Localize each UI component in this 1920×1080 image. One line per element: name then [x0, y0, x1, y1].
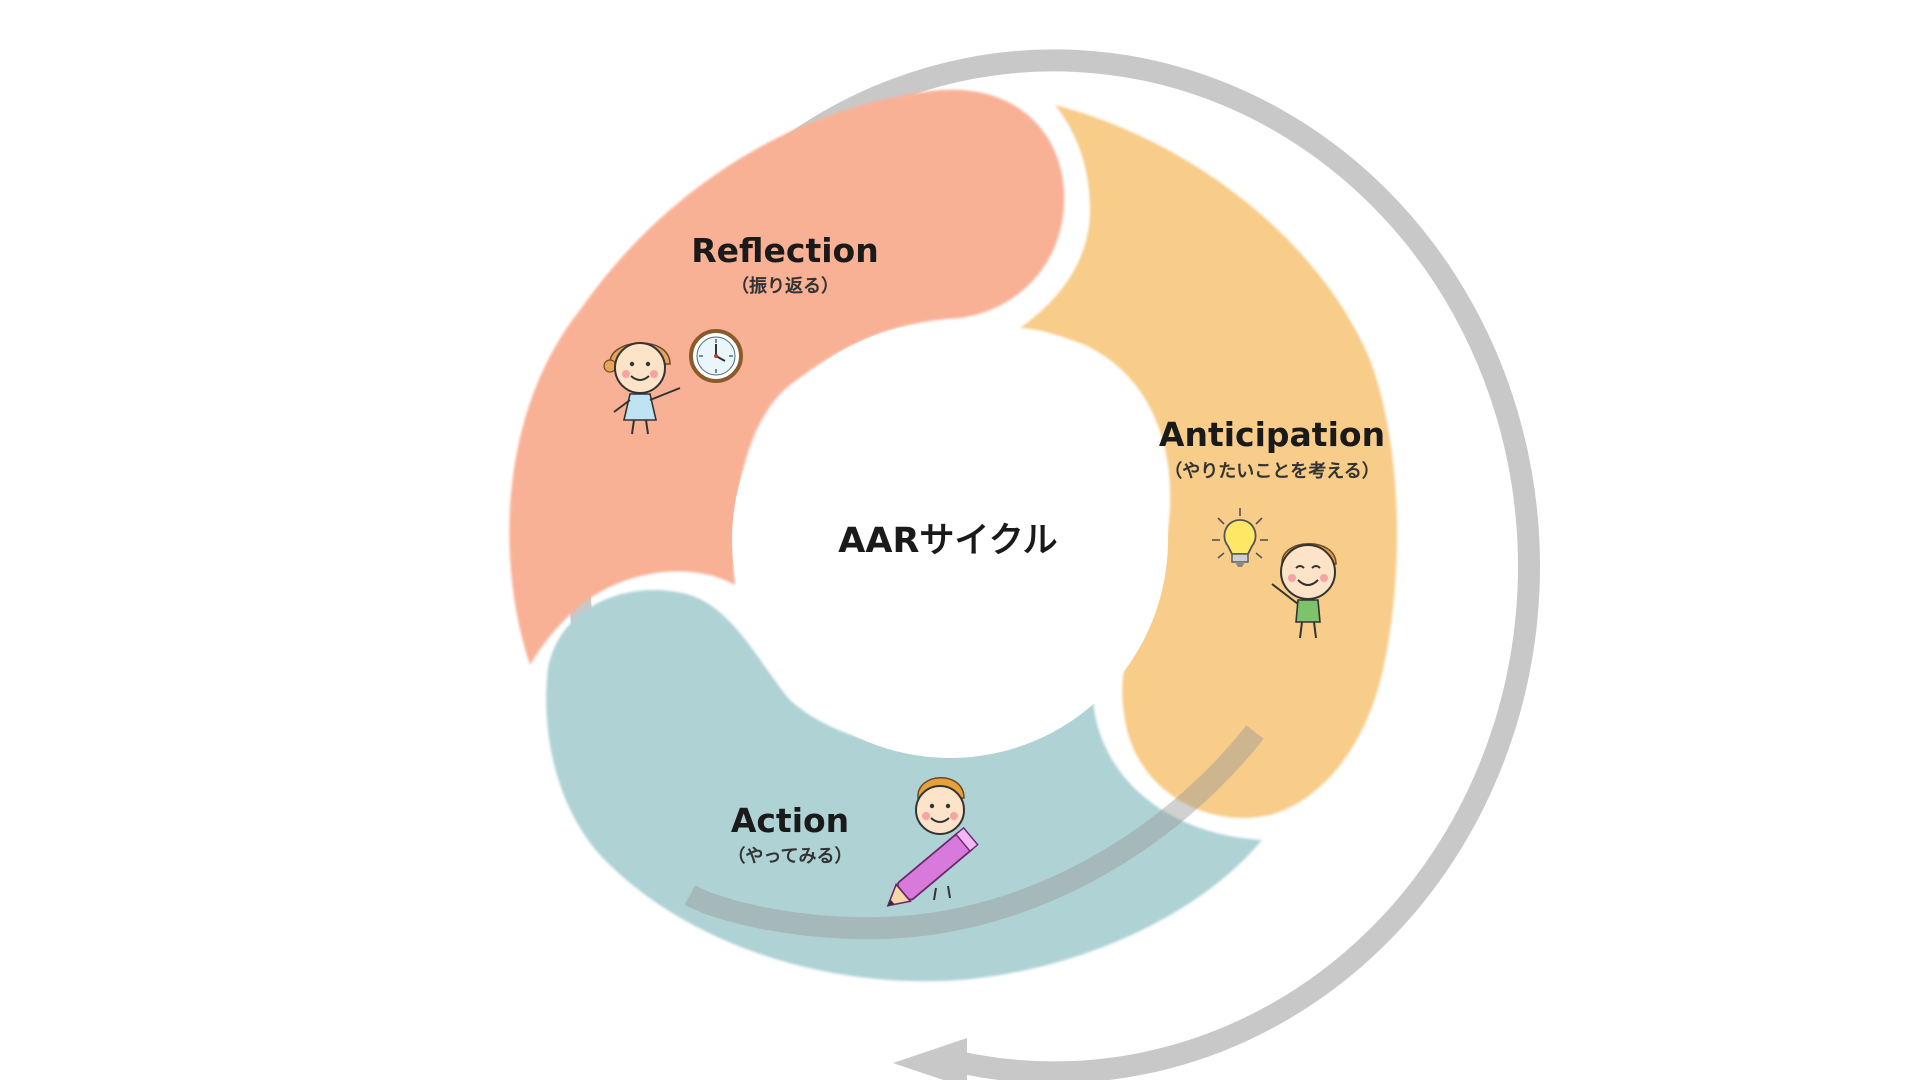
anticipation-title: Anticipation: [1159, 415, 1385, 454]
action-title: Action: [731, 801, 849, 840]
segment-action: [546, 590, 1262, 982]
anticipation-subtitle: （やりたいことを考える）: [1164, 460, 1379, 482]
outer-cycle-arrowhead: [893, 1038, 967, 1080]
girl-icon: [603, 342, 681, 435]
segment-anticipation: [1020, 105, 1397, 818]
reflection-title: Reflection: [691, 231, 878, 270]
segment-reflection: [509, 89, 1065, 666]
lightbulb-icon: [1212, 508, 1268, 567]
clock-icon: [689, 329, 743, 383]
boy-icon: [1271, 543, 1337, 639]
center-label: AARサイクル: [838, 521, 1057, 561]
reflection-subtitle: （振り返る）: [731, 275, 839, 297]
inner-cycle-arc: [684, 725, 1264, 940]
action-subtitle: （やってみる）: [727, 846, 852, 867]
center-hub: [732, 322, 1168, 758]
boy-with-pencil-icon: [886, 777, 979, 907]
